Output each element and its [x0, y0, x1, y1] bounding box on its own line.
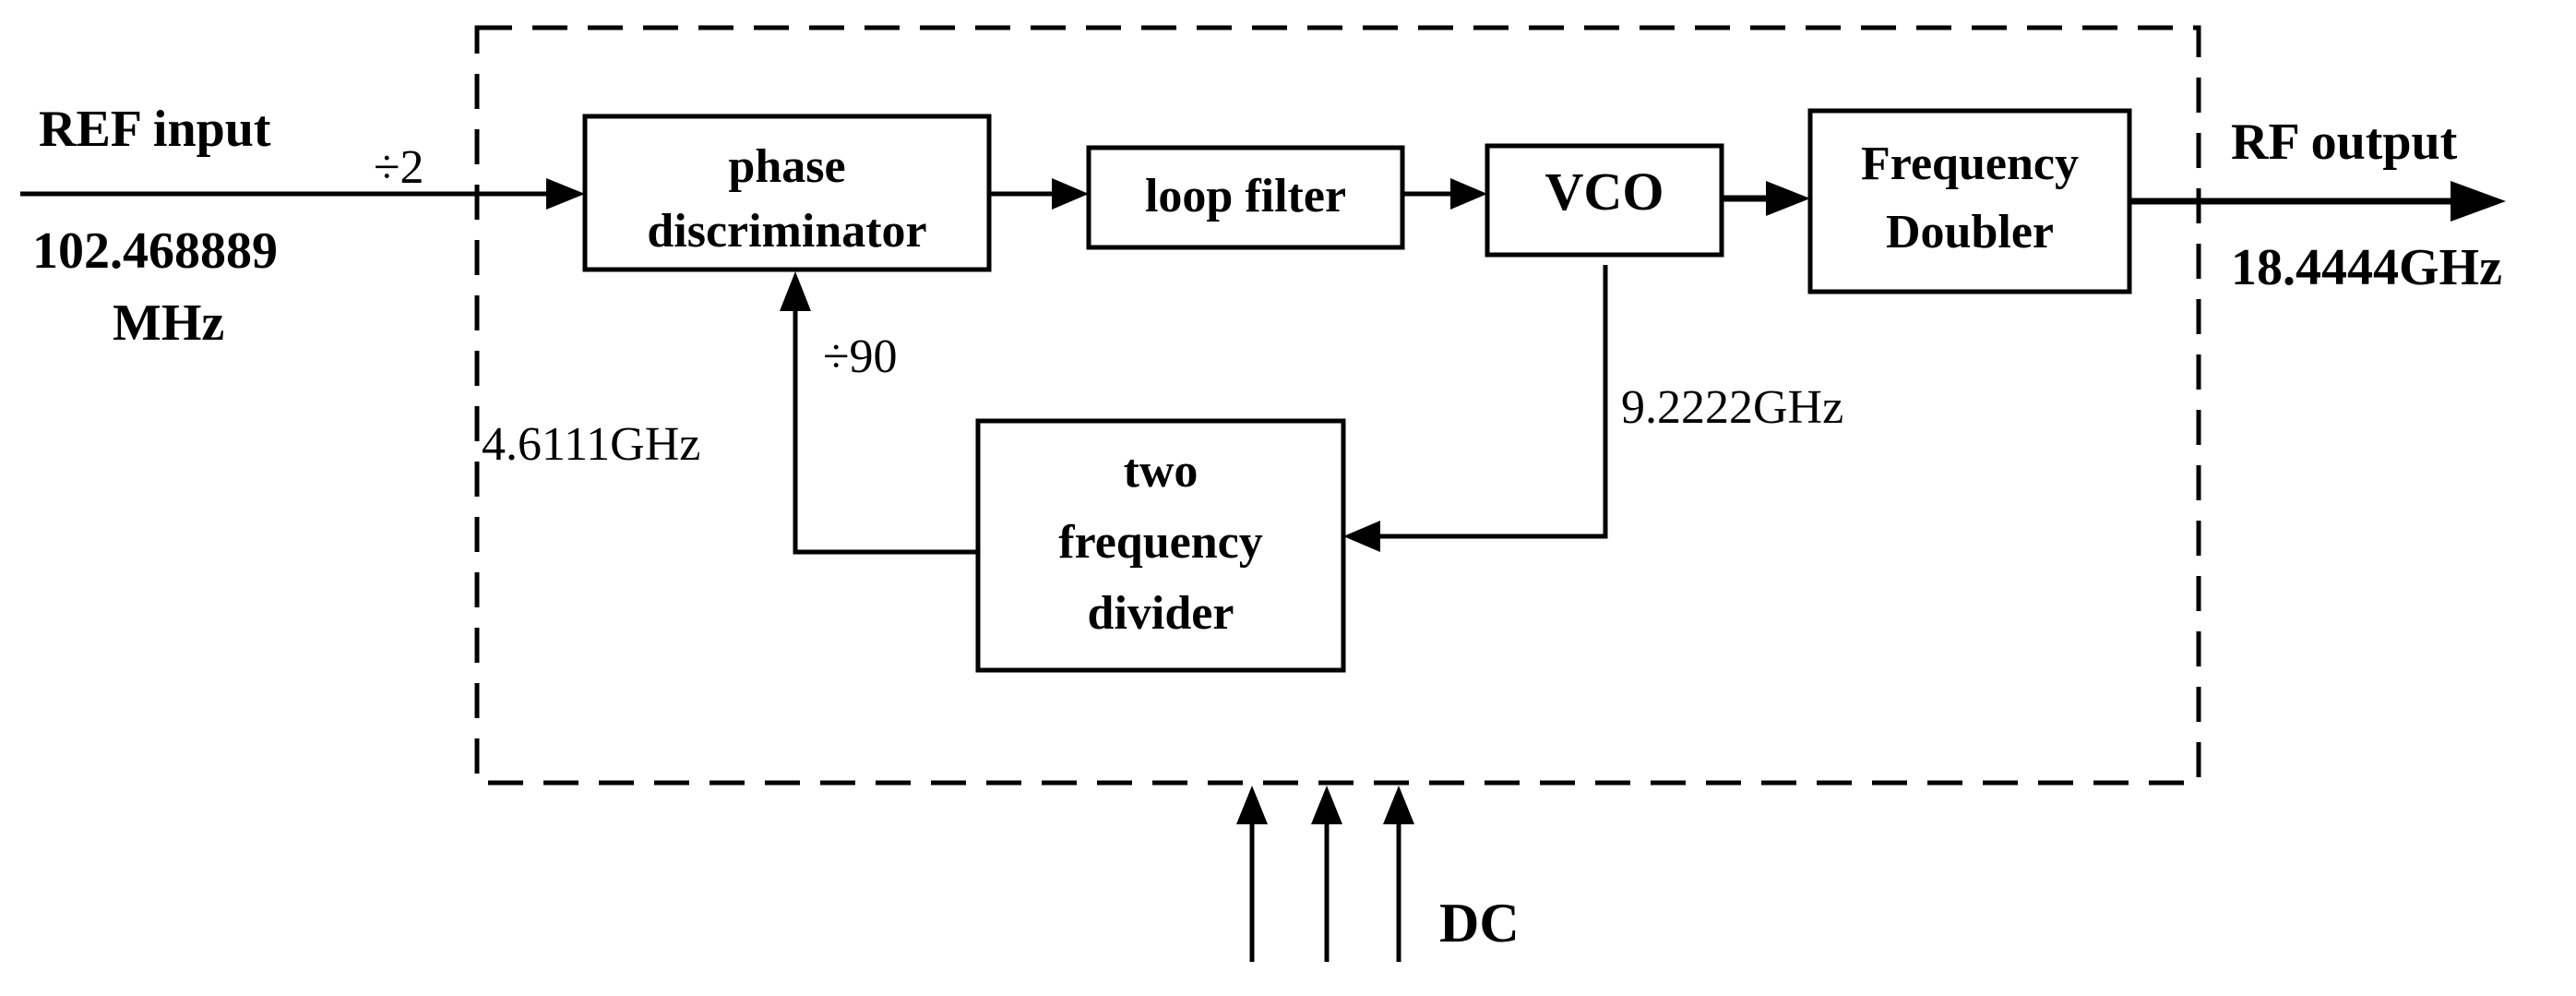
divide-by-90-label: ÷90 [823, 330, 898, 383]
vco-block: VCO [1485, 143, 1724, 258]
vco-label: VCO [1545, 162, 1664, 222]
frequency-doubler-label-2: Doubler [1886, 206, 2054, 258]
ref-frequency-unit: MHz [113, 294, 224, 352]
divide-by-2-label: ÷2 [374, 141, 424, 194]
divider-label-3: divider [1088, 587, 1234, 640]
dc-label: DC [1439, 893, 1520, 954]
vco-to-divider-line [1380, 265, 1608, 539]
divider-label-2: frequency [1058, 516, 1262, 569]
loop-filter-block: loop filter [1086, 145, 1405, 250]
rf-output-arrowhead [2451, 181, 2506, 222]
dc-arrowhead-2 [1311, 786, 1342, 824]
dc-arrowhead-1 [1236, 786, 1268, 824]
phase-discriminator-block: phase discriminator [582, 114, 992, 272]
ref-frequency-value: 102.468889 [32, 222, 278, 280]
divider-to-pd-line [793, 311, 978, 555]
module-boundary [474, 25, 2201, 786]
phase-discriminator-label-1: phase [728, 140, 845, 193]
divider-label-1: two [1124, 445, 1199, 498]
divider-output-frequency: 4.6111GHz [482, 418, 700, 471]
loop-filter-to-vco-arrowhead [1450, 178, 1487, 210]
two-frequency-divider-block: two frequency divider [975, 418, 1346, 673]
dc-arrowhead-3 [1383, 786, 1414, 824]
rf-output-frequency: 18.4444GHz [2231, 239, 2502, 296]
ref-input-label: REF input [39, 101, 271, 158]
ref-input-arrowhead [546, 178, 585, 210]
loop-filter-label: loop filter [1145, 170, 1346, 222]
phase-discriminator-label-2: discriminator [647, 205, 926, 258]
rf-output-label: RF output [2231, 114, 2458, 171]
vco-output-frequency: 9.2222GHz [1621, 381, 1843, 434]
vco-to-divider-arrowhead [1343, 521, 1380, 552]
frequency-doubler-block: Frequency Doubler [1807, 108, 2132, 294]
pd-to-loop-filter-arrowhead [1052, 178, 1089, 210]
frequency-doubler-label-1: Frequency [1861, 138, 2079, 190]
divider-to-pd-arrowhead [780, 271, 811, 311]
vco-to-doubler-arrowhead [1766, 181, 1810, 216]
